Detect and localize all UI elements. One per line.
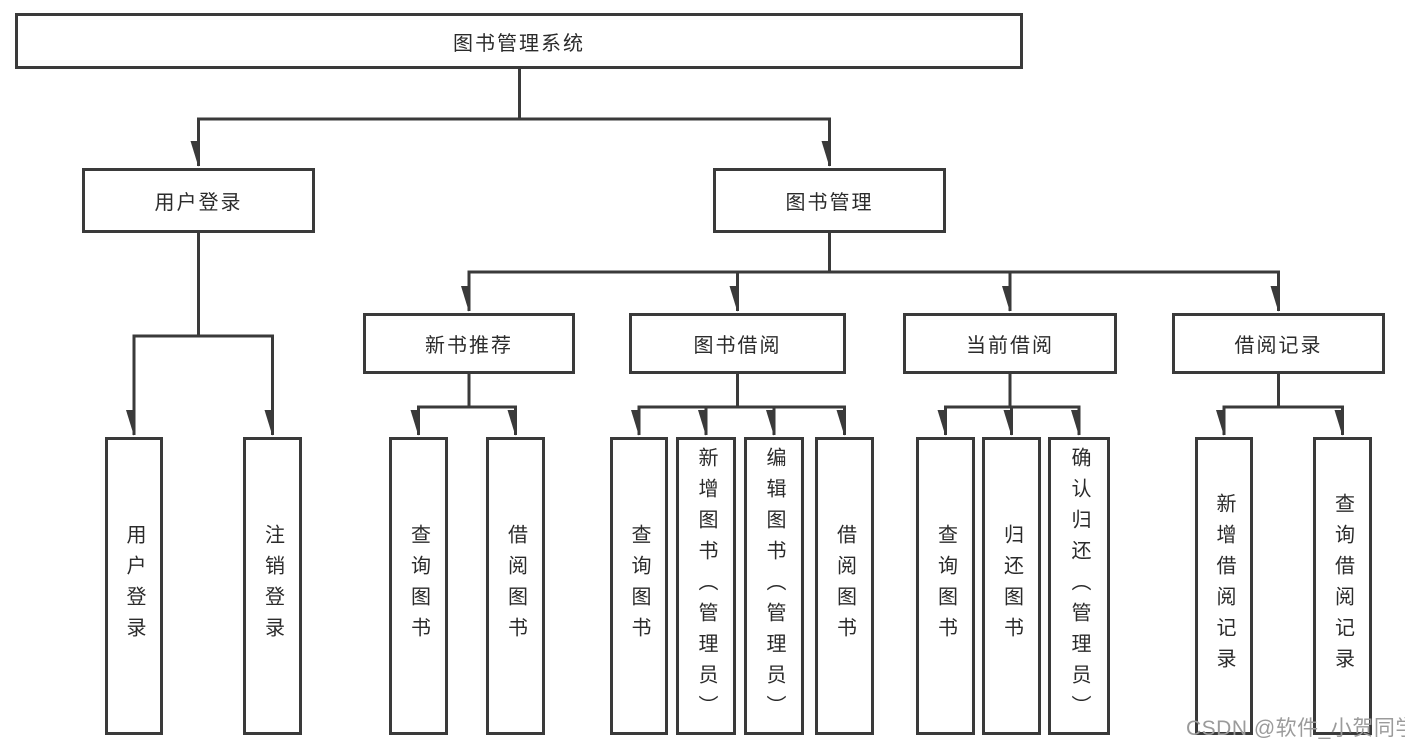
leaf-query-books-borrowing: 查询图书 [610,437,668,735]
node-book-borrowing: 图书借阅 [629,313,846,374]
node-borrowing-records: 借阅记录 [1172,313,1385,374]
node-current-borrowing: 当前借阅 [903,313,1117,374]
leaf-query-books-current: 查询图书 [916,437,975,735]
node-user-login: 用户登录 [82,168,315,233]
node-book-management: 图书管理 [713,168,946,233]
leaf-add-borrow-record: 新增借阅记录 [1195,437,1253,735]
leaf-query-borrow-record: 查询借阅记录 [1313,437,1372,735]
node-new-book-recommend: 新书推荐 [363,313,575,374]
leaf-confirm-return-admin: 确认归还（管理员） [1048,437,1110,735]
leaf-query-books-recommend: 查询图书 [389,437,448,735]
node-library-management-system: 图书管理系统 [15,13,1023,69]
leaf-logout-login: 注销登录 [243,437,302,735]
leaf-edit-books-admin: 编辑图书（管理员） [744,437,804,735]
csdn-watermark: CSDN @软件_小贺同学 [1186,717,1405,740]
leaf-add-books-admin: 新增图书（管理员） [676,437,736,735]
leaf-borrow-books-recommend: 借阅图书 [486,437,545,735]
leaf-user-login: 用户登录 [105,437,163,735]
leaf-return-books: 归还图书 [982,437,1041,735]
leaf-borrow-books-borrowing: 借阅图书 [815,437,874,735]
